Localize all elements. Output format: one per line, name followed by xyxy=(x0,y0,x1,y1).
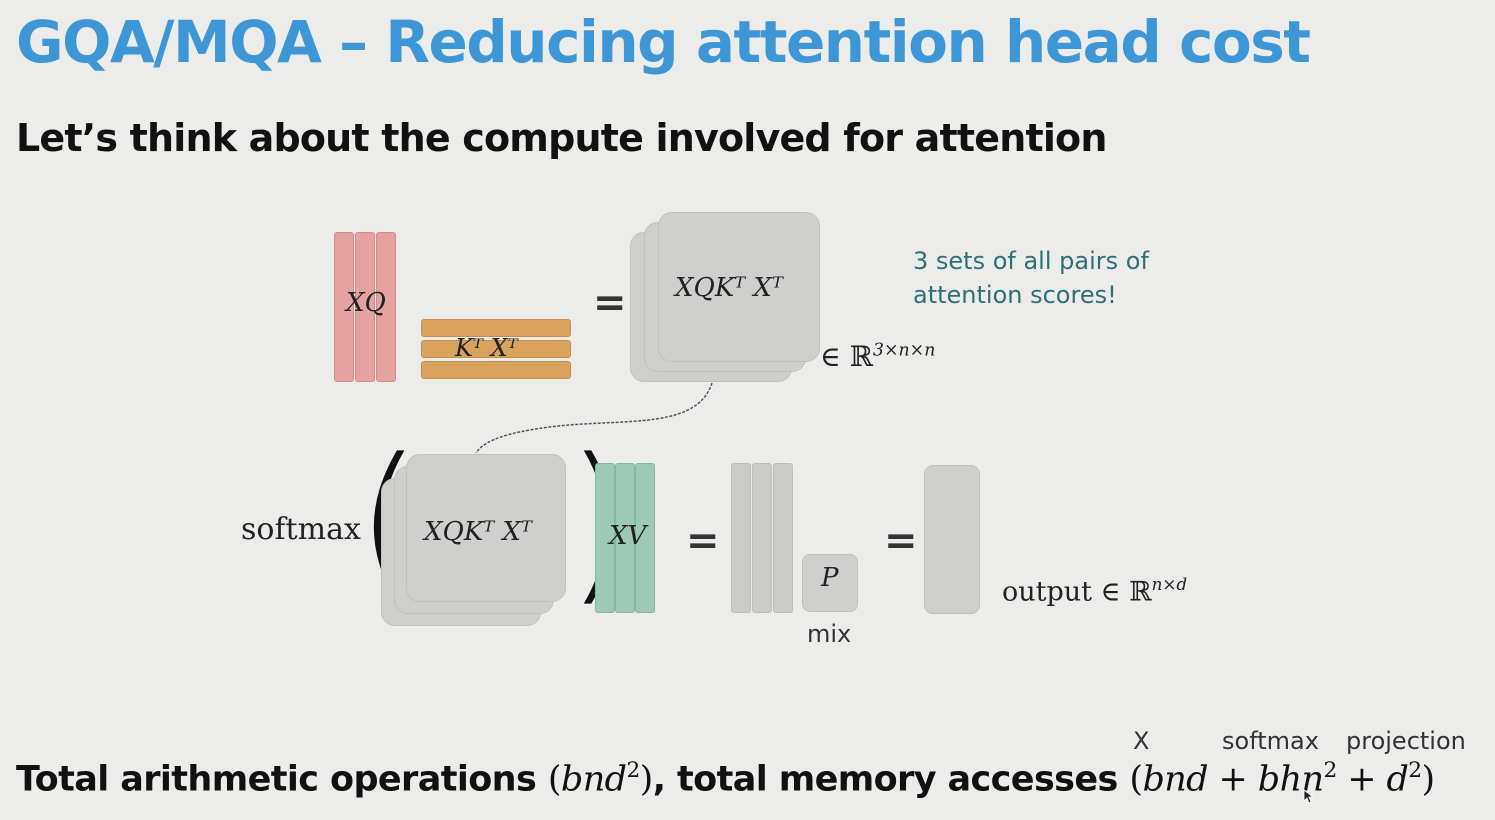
slide-title: GQA/MQA – Reducing attention head cost xyxy=(16,8,1311,76)
label-softmax: softmax xyxy=(1222,727,1319,755)
label-projection: projection xyxy=(1346,727,1466,755)
output-space: output ∈ ℝn×d xyxy=(1002,574,1188,608)
xv-label: XV xyxy=(609,521,647,551)
mix-label: mix xyxy=(807,620,852,648)
inner-scores-label: XQKᵀ Xᵀ xyxy=(424,517,532,547)
softmax-label: softmax xyxy=(241,512,361,547)
xq-label: XQ xyxy=(346,288,386,318)
slide-subtitle: Let’s think about the compute involved f… xyxy=(16,116,1107,160)
scores-note: 3 sets of all pairs of attention scores! xyxy=(913,247,1149,309)
totals-line: Total arithmetic operations (bnd2), tota… xyxy=(16,758,1435,800)
p-matrix xyxy=(802,554,858,612)
kt-xt-label: Kᵀ Xᵀ xyxy=(455,334,518,362)
equals-sign-mid: = xyxy=(686,518,720,564)
scores-label: XQKᵀ Xᵀ xyxy=(675,273,783,303)
equals-sign-right: = xyxy=(884,518,918,564)
equals-sign-top: = xyxy=(593,280,627,326)
scores-space: ∈ ℝ3×n×n xyxy=(820,340,936,373)
mouse-cursor-icon xyxy=(1303,789,1315,804)
label-x: X xyxy=(1133,727,1150,755)
p-label: P xyxy=(821,563,839,593)
output-matrix xyxy=(924,465,980,614)
